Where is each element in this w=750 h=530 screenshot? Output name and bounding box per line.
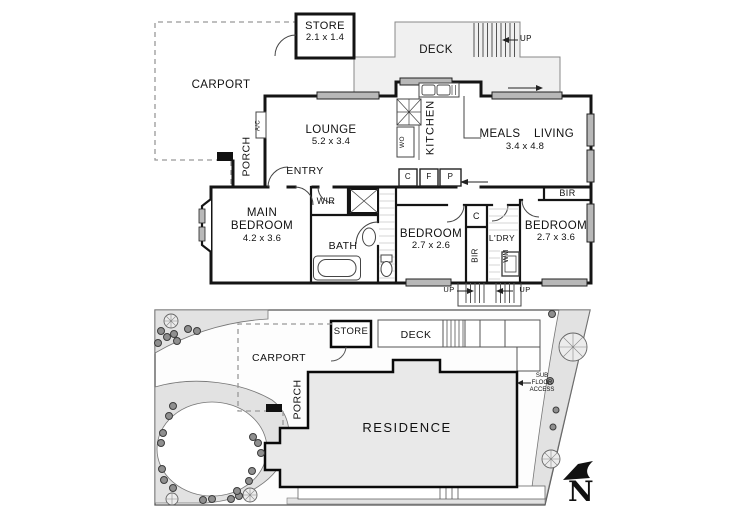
site-store	[329, 319, 373, 349]
tiled-floor-hatch	[379, 193, 518, 280]
rear-path-stairs-icon	[439, 486, 459, 499]
north-label: N	[568, 475, 594, 508]
wall-oven-icon	[396, 126, 415, 158]
living-label: LIVING	[533, 128, 575, 140]
entry-label: ENTRY	[286, 165, 324, 177]
tree-icons	[163, 313, 588, 506]
main-bedroom-label: MAIN BEDROOM	[230, 207, 294, 233]
cupboard-c-label: C	[404, 172, 412, 181]
main-bedroom-dims: 4.2 x 3.6	[242, 233, 282, 244]
site-plan	[154, 309, 593, 506]
deck-up-label: UP	[520, 34, 532, 43]
site-carport-label: CARPORT	[252, 352, 306, 364]
bir-box-label: BIR	[559, 188, 576, 198]
bedroom2-dims: 2.7 x 2.6	[411, 240, 451, 252]
store-dims: 2.1 x 1.4	[305, 31, 345, 43]
garden-bed-top-left	[154, 309, 269, 354]
residence-label: RESIDENCE	[362, 420, 452, 435]
bedroom2-label: BEDROOM 2.7 x 2.6	[395, 228, 467, 252]
rear-stairs-icon	[457, 283, 522, 307]
site-store-label: STORE	[333, 326, 369, 337]
store-room	[294, 12, 356, 60]
site-store-door-arc-icon	[330, 346, 347, 362]
bathroom-fixtures	[313, 188, 520, 281]
laundry-label: L'DRY	[488, 233, 516, 243]
meals-living-dims: 3.4 x 4.8	[505, 141, 545, 152]
door-arc-icons	[267, 166, 540, 245]
bedroom3-label: BEDROOM 2.7 x 3.6	[520, 220, 592, 244]
site-deck-label: DECK	[400, 329, 432, 341]
meals-label: MEALS	[479, 128, 521, 140]
carport-dashed-outline	[154, 21, 298, 187]
north-arrow-icon	[563, 461, 593, 480]
kitchen-label: KITCHEN	[424, 99, 437, 156]
lounge-dims: 5.2 x 3.4	[311, 136, 351, 148]
window-icons	[316, 77, 595, 287]
porch-step-icon	[217, 152, 233, 161]
hall-arrow-icon	[460, 179, 468, 185]
deck-up-arrow-icon	[502, 37, 509, 43]
store-label: STORE 2.1 x 1.4	[296, 20, 354, 44]
lounge-label: LOUNGE 5.2 x 3.4	[290, 124, 372, 148]
site-porch-label: PORCH	[291, 379, 304, 420]
closet-c-label: C	[473, 211, 480, 221]
bedroom3-dims: 2.7 x 3.6	[536, 232, 576, 244]
stairs-up-right-label: UP	[519, 285, 531, 294]
site-deck-stairs-icon	[446, 320, 464, 347]
wall-oven-label: WO	[399, 136, 406, 148]
porch-label: PORCH	[240, 136, 253, 177]
kitchen-fixtures	[396, 82, 481, 160]
carport-label: CARPORT	[191, 79, 251, 91]
sub-floor-access-label: SUB FLOOR ACCESS	[529, 373, 555, 393]
store-door-arc-icon	[274, 34, 297, 57]
wm-label: WM	[503, 249, 510, 263]
toilet-cistern-icon	[380, 254, 393, 263]
toilet-icon	[380, 261, 393, 277]
sub-floor-arrow-icon	[517, 380, 523, 386]
cupboard-p-label: P	[447, 172, 454, 181]
ac-unit-icon	[255, 111, 267, 139]
vanity-basin-icon	[362, 227, 376, 247]
shrub-icons	[154, 310, 560, 504]
bay-window-icon	[198, 198, 212, 253]
bir-closet-label: BIR	[470, 248, 480, 263]
deck-label: DECK	[419, 44, 453, 56]
wir-label: WIR	[316, 196, 336, 206]
cupboard-boxes	[398, 168, 462, 187]
site-carport-dashed	[237, 323, 332, 429]
site-porch-step-icon	[266, 404, 282, 412]
residence-outline	[263, 358, 519, 489]
stairs-up-left-label: UP	[443, 285, 455, 294]
sliding-door-arrow-icon	[536, 85, 543, 91]
cupboard-f-label: F	[426, 172, 432, 181]
bath-label: BATH	[328, 240, 358, 252]
ac-label: A/C	[255, 119, 262, 132]
